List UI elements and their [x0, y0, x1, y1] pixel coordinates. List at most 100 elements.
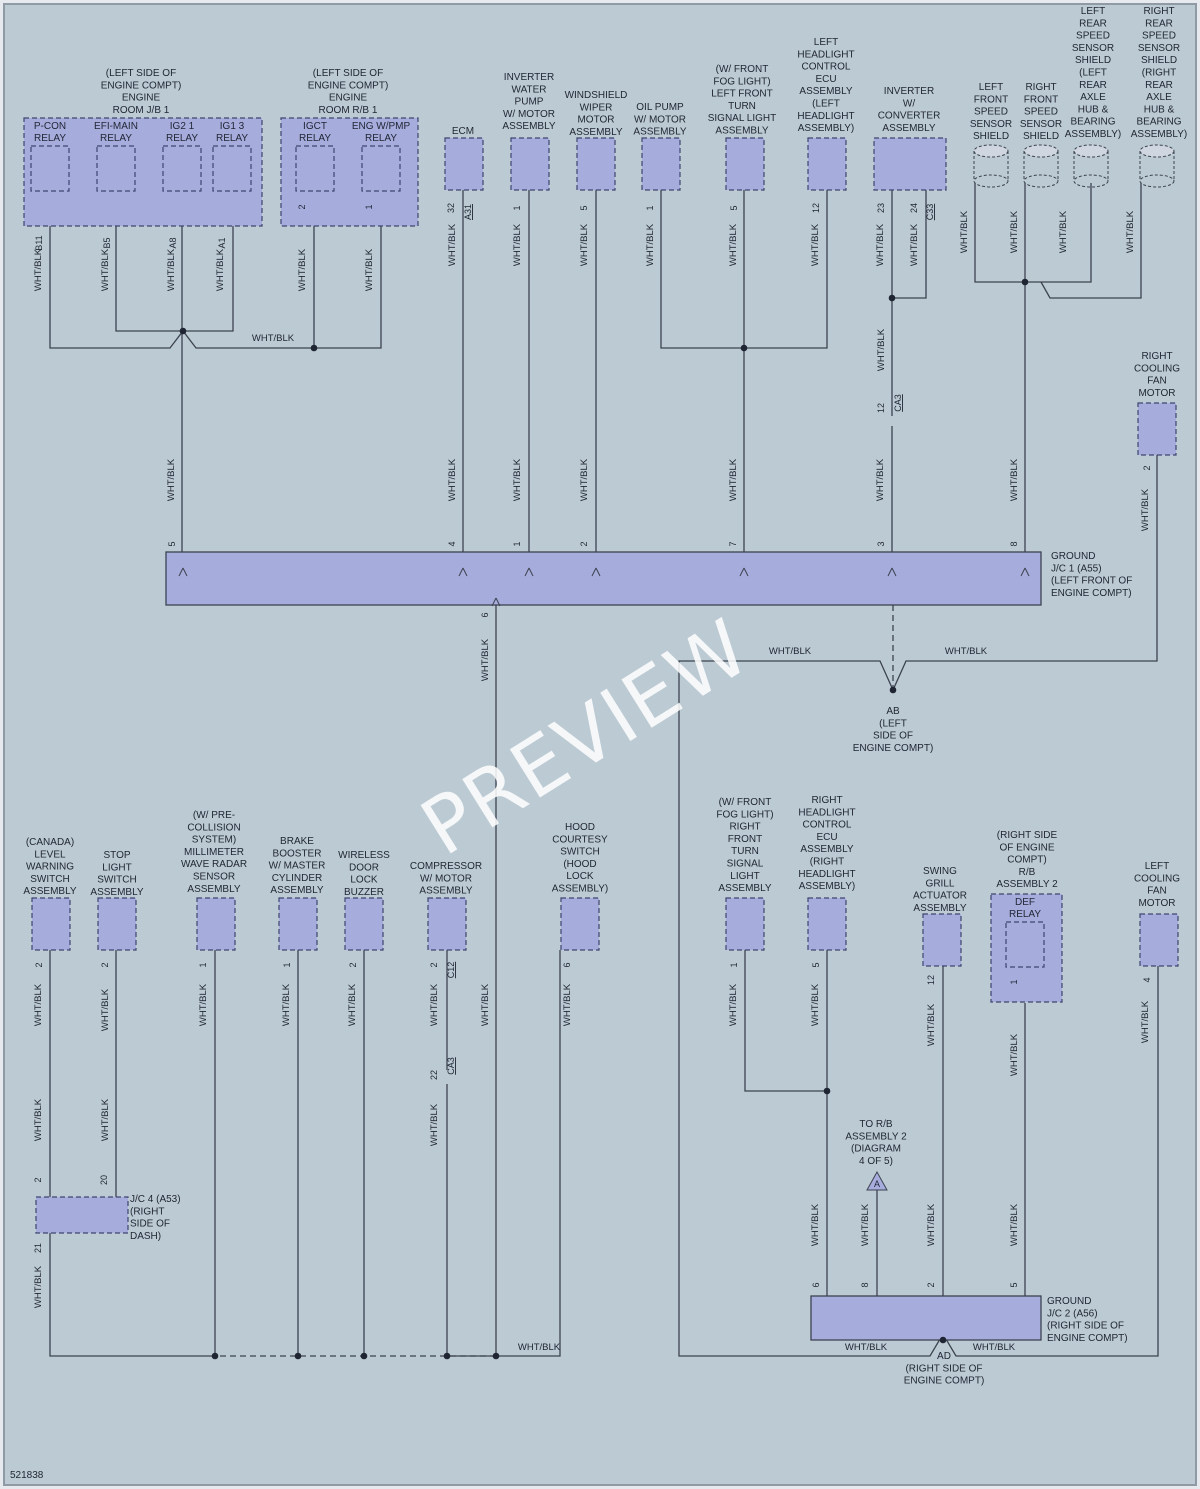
pin-number: 2 [297, 204, 307, 209]
pin-number: 1 [729, 962, 739, 967]
splice-dot [179, 327, 187, 335]
component-label: REAR [1079, 80, 1107, 91]
component-label: LEFT [979, 82, 1003, 93]
wire-label: WHT/BLK [100, 988, 111, 1031]
component-label: WATER [512, 84, 547, 95]
shield-icon [973, 144, 1009, 188]
wire-label: WHT/BLK [875, 223, 886, 266]
component-label: ROOM R/B 1 [319, 105, 378, 116]
wire-label: WHT/BLK [810, 983, 821, 1026]
wire-label: WHT/BLK [909, 223, 920, 266]
component-label: IGCT [303, 121, 327, 132]
component-label: SIGNAL [727, 859, 764, 870]
component-box [162, 145, 202, 192]
component-box [427, 897, 467, 951]
pin-number: 1 [645, 205, 655, 210]
pin-number: 1 [282, 962, 292, 967]
component-label: W/ MOTOR [634, 114, 686, 125]
component-label: (LEFT SIDE OF [106, 68, 176, 79]
wire-label: WHT/BLK [728, 458, 739, 501]
component-label: DOOR [349, 862, 379, 873]
connector-code: C33 [925, 204, 935, 221]
component-label: ENG W/PMP [352, 121, 411, 132]
splice-dot [889, 686, 897, 694]
wire-label: WHT/BLK [926, 1003, 937, 1046]
component-label: RELAY [34, 133, 66, 144]
component-label: ECU [816, 832, 837, 843]
component-label: INVERTER [884, 86, 934, 97]
component-label: ASSEMBLY [419, 886, 472, 897]
component-label: W/ MOTOR [503, 109, 555, 120]
component-box [641, 137, 681, 191]
wire-label: WHT/BLK [100, 1098, 111, 1141]
pin-number: 23 [876, 203, 886, 213]
component-label: P-CON [34, 121, 66, 132]
component-label: LIGHT [102, 862, 131, 873]
component-label: SENSOR [1072, 43, 1114, 54]
wire-label: WHT/BLK [769, 646, 812, 657]
component-label: (HOOD [563, 859, 596, 870]
component-label: ASSEMBLY [569, 127, 622, 138]
component-box [30, 145, 70, 192]
splice-dot [939, 1336, 947, 1344]
diagram-frame [3, 3, 1197, 1486]
pin-number: 1 [198, 962, 208, 967]
wire-label: WHT/BLK [347, 983, 358, 1026]
component-label: FRONT [974, 94, 1008, 105]
component-box [807, 137, 847, 191]
component-label: ASSEMBLY [913, 903, 966, 914]
wire-label: WHT/BLK [215, 248, 226, 291]
component-label: ASSEMBLY [187, 884, 240, 895]
component-label: LEFT [1081, 6, 1105, 17]
component-label: IG1 3 [220, 121, 245, 132]
component-label: SENSOR [1020, 119, 1062, 130]
component-label: (W/ FRONT [719, 797, 772, 808]
component-label: WARNING [26, 862, 74, 873]
pin-number: B5 [102, 237, 112, 248]
component-label: (DIAGRAM [851, 1144, 901, 1155]
component-label: ASSEMBLY [718, 883, 771, 894]
wire-label: WHT/BLK [33, 248, 44, 291]
component-label: ASSEMBLY) [1065, 129, 1122, 140]
pin-number: 6 [562, 962, 572, 967]
component-box [97, 897, 137, 951]
splice-dot [360, 1352, 368, 1360]
wire-label: WHT/BLK [845, 1342, 888, 1353]
component-label: COOLING [1134, 363, 1180, 374]
wire-label: WHT/BLK [876, 328, 887, 371]
component-label: SWITCH [97, 875, 136, 886]
component-label: LOCK [566, 871, 594, 882]
component-box [510, 137, 550, 191]
component-label: ASSEMBLY [715, 126, 768, 137]
wire-label: WHT/BLK [728, 983, 739, 1026]
component-box [1139, 913, 1179, 967]
diagram-id: 521838 [10, 1470, 44, 1481]
pin-number: 1 [1009, 979, 1019, 984]
wire-label: WHT/BLK [252, 333, 295, 344]
component-label: GROUND [1047, 1296, 1091, 1307]
component-box [278, 897, 318, 951]
component-label: SWITCH [30, 874, 69, 885]
wire-label: WHT/BLK [297, 248, 308, 291]
component-label: LEFT FRONT [711, 89, 772, 100]
wire-label: WHT/BLK [518, 1342, 561, 1353]
splices-and-connectors [178, 278, 1030, 1360]
connector-code: CA3 [446, 1057, 456, 1075]
component-box [295, 145, 335, 192]
arrow-icon [1020, 567, 1030, 577]
component-label: ASSEMBLY [270, 885, 323, 896]
pin-number: 12 [876, 403, 886, 413]
flag-label: A [874, 1179, 880, 1189]
wire-label: WHT/BLK [810, 223, 821, 266]
component-label: MOTOR [1138, 388, 1175, 399]
component-label: (RIGHT SIDE OF [905, 1363, 982, 1374]
wire-label: WHT/BLK [1125, 210, 1136, 253]
component-label: RELAY [216, 133, 248, 144]
component-label: HEADLIGHT [798, 869, 855, 880]
junction-connector-jc4 [35, 1196, 129, 1234]
component-label: MOTOR [577, 115, 614, 126]
wire [744, 950, 828, 1092]
wire [974, 183, 1092, 283]
pin-number: 5 [1009, 1282, 1019, 1287]
